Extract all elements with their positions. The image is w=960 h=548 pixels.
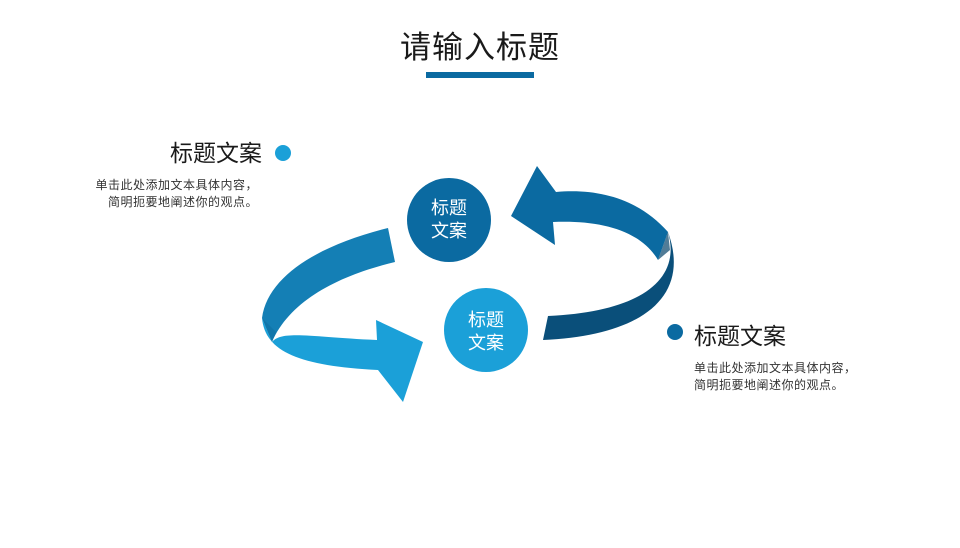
right-arrow-front-band xyxy=(511,166,668,260)
right-cycle-arrow xyxy=(511,166,674,340)
node-label-top: 标题 文案 xyxy=(407,197,491,243)
left-block-desc-line2: 简明扼要地阐述你的观点。 xyxy=(107,195,258,209)
node-label-top-line1: 标题 xyxy=(431,198,467,219)
right-block-desc-line2: 简明扼要地阐述你的观点。 xyxy=(694,378,845,392)
page-title: 请输入标题 xyxy=(400,30,560,66)
right-block-desc: 单击此处添加文本具体内容， 简明扼要地阐述你的观点。 xyxy=(694,360,857,394)
right-arrow-back-band xyxy=(543,232,674,340)
left-block-desc-line1: 单击此处添加文本具体内容， xyxy=(95,178,258,192)
left-block-title: 标题文案 xyxy=(170,141,262,167)
node-label-top-line2: 文案 xyxy=(431,221,467,242)
left-arrow-fold xyxy=(262,318,276,342)
node-label-bottom-line1: 标题 xyxy=(468,310,504,331)
node-label-bottom: 标题 文案 xyxy=(444,309,528,355)
left-arrow-front-band xyxy=(262,318,423,402)
right-block-title: 标题文案 xyxy=(694,324,786,350)
left-cycle-arrow xyxy=(262,228,423,402)
right-block-dot xyxy=(667,324,683,340)
left-block-desc: 单击此处添加文本具体内容， 简明扼要地阐述你的观点。 xyxy=(95,177,258,211)
right-block-desc-line1: 单击此处添加文本具体内容， xyxy=(694,361,857,375)
node-label-bottom-line2: 文案 xyxy=(468,333,504,354)
left-block-dot xyxy=(275,145,291,161)
right-arrow-fold xyxy=(658,232,670,260)
title-underline xyxy=(426,72,534,78)
left-arrow-back-band xyxy=(262,228,395,342)
node-circle-bottom xyxy=(444,288,528,372)
node-circle-top xyxy=(407,178,491,262)
